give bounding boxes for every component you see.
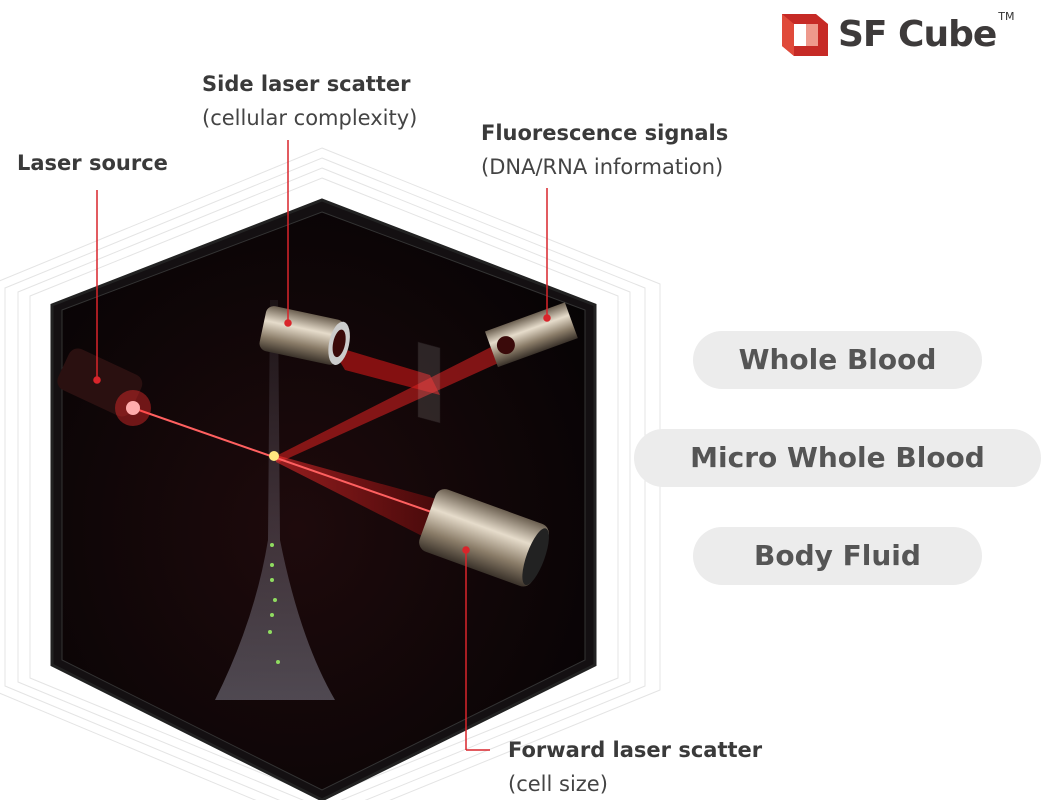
sf-cube-logo: SF Cube TM [780, 10, 1015, 58]
label-subtitle: (DNA/RNA information) [481, 155, 724, 179]
cells [268, 543, 280, 664]
side-scatter-beam [330, 345, 440, 395]
label-subtitle: (cell size) [508, 772, 608, 796]
side-scatter-detector [259, 306, 350, 365]
label-title: Laser source [17, 151, 168, 175]
sample-type-whole-blood: Whole Blood [693, 331, 982, 389]
dichroic-mirror [417, 341, 441, 424]
label-title: Fluorescence signals [481, 121, 729, 145]
forward-scatter-beam [276, 455, 440, 540]
label-title: Side laser scatter [202, 72, 411, 96]
logo-text: SF Cube [838, 13, 997, 55]
trademark: TM [998, 9, 1015, 23]
sample-type-body-fluid: Body Fluid [693, 527, 982, 585]
label-fluorescence: Fluorescence signals (DNA/RNA informatio… [481, 116, 728, 184]
label-subtitle: (cellular complexity) [202, 106, 418, 130]
sample-type-micro-whole-blood: Micro Whole Blood [634, 429, 1041, 487]
forward-scatter-detector [419, 489, 549, 587]
label-title: Forward laser scatter [508, 738, 763, 762]
fluorescence-beam [272, 345, 505, 462]
flow-cell-cone [215, 300, 335, 700]
label-laser-source: Laser source [17, 146, 168, 180]
label-forward-scatter: Forward laser scatter (cell size) [508, 733, 762, 800]
label-side-scatter: Side laser scatter (cellular complexity) [202, 67, 417, 135]
leader-lines [93, 140, 551, 751]
cube-logo-icon [782, 14, 828, 56]
interrogation-point [269, 451, 279, 461]
laser-beam [132, 407, 441, 516]
hexagon-inner [61, 211, 586, 791]
fluorescence-detector [484, 302, 578, 368]
